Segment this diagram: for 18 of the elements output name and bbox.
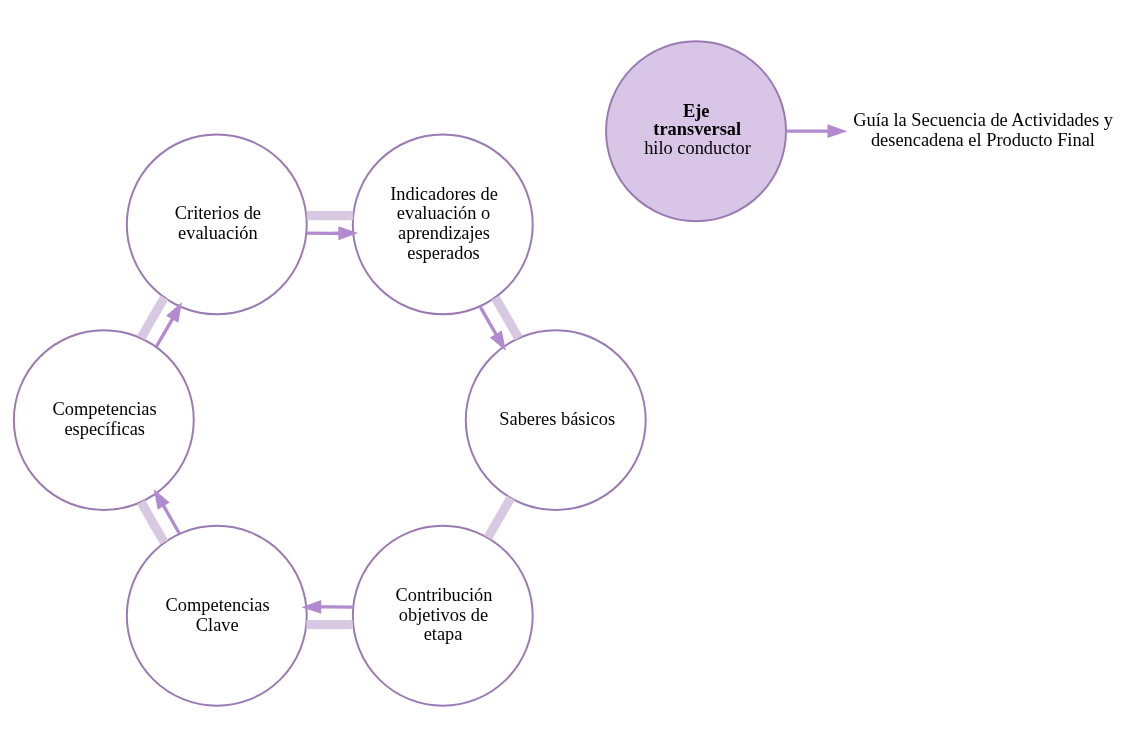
node-circle: Contribución objetivos de etapa (351, 524, 534, 707)
arrow (786, 124, 848, 139)
node-circle: Indicadores de evaluación o aprendizajes esperados (351, 133, 534, 316)
node-text: Guía la Secuencia de Actividades y desencadena el Producto Final (853, 110, 1113, 150)
arrow (153, 489, 181, 535)
connector (137, 295, 169, 341)
connector (306, 210, 354, 221)
arrow (301, 600, 353, 614)
arrow (154, 302, 182, 348)
connector (483, 495, 515, 540)
connector (306, 619, 353, 630)
connector (491, 295, 523, 341)
node-circle: Criterios de evaluación (125, 133, 308, 316)
node-circle: Competencias Clave (125, 524, 308, 707)
connector (137, 499, 169, 545)
arrow (478, 305, 506, 352)
arrow (306, 226, 359, 241)
node-circle: Eje transversal hilo conductor (605, 40, 787, 223)
